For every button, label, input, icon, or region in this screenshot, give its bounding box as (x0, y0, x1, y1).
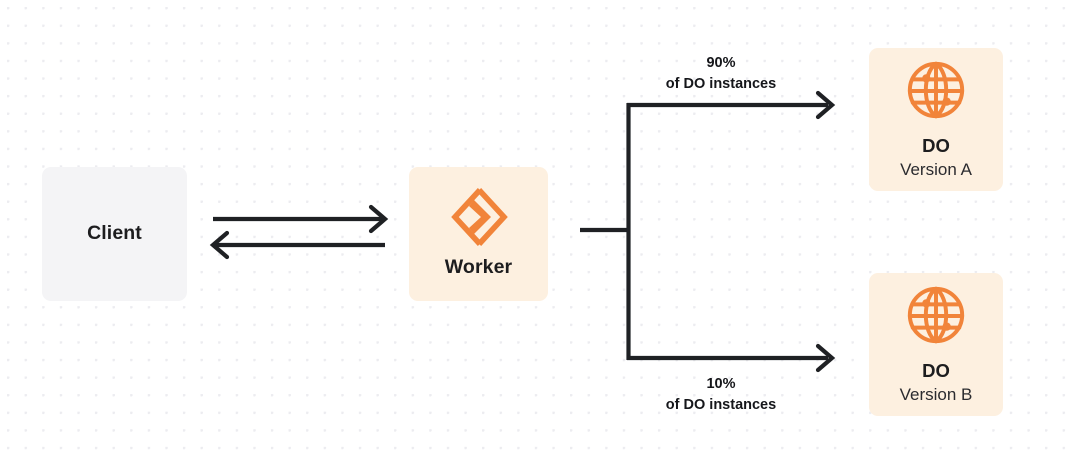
node-do-version-b[interactable]: DO Version B (869, 273, 1003, 416)
node-do-a-sublabel: Version A (900, 159, 972, 179)
cloudflare-workers-logo-icon (447, 188, 511, 247)
edge-worker-to-client (209, 230, 385, 260)
globe-icon (905, 59, 967, 121)
edge-client-to-worker (213, 204, 389, 234)
edge-label-do-a: 90% of DO instances (656, 53, 786, 95)
node-do-b-label: DO (922, 359, 950, 381)
node-do-a-label: DO (922, 134, 950, 156)
node-worker-label: Worker (444, 256, 513, 279)
node-client[interactable]: Client (42, 167, 187, 301)
edge-caption-do-a: of DO instances (665, 76, 777, 93)
node-do-version-a[interactable]: DO Version A (869, 48, 1003, 191)
edge-percent-do-a: 90% (706, 55, 736, 71)
edge-percent-do-b: 10% (706, 376, 736, 392)
edge-worker-to-do-a (627, 90, 836, 120)
edge-caption-do-b: of DO instances (665, 397, 777, 414)
edge-label-do-b: 10% of DO instances (656, 374, 786, 416)
globe-icon (905, 284, 967, 346)
edge-worker-to-do-b (627, 343, 836, 373)
node-do-b-sublabel: Version B (899, 384, 973, 404)
node-worker[interactable]: Worker (409, 167, 548, 301)
node-client-label: Client (87, 222, 142, 245)
